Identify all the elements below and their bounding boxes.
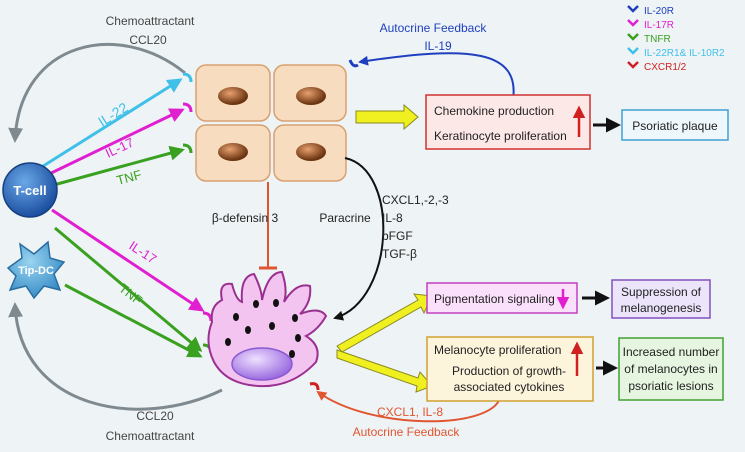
legend-item-cxcr: CXCR1/2 [627, 61, 687, 73]
legend-item-il17r: IL-17R [627, 19, 674, 31]
growth-label-line1: Production of growth- [452, 364, 566, 378]
proliferation-effect-arrow [336, 349, 433, 393]
receptor-icon [627, 33, 639, 41]
increased-label-line1: Increased number [623, 345, 720, 359]
nucleus [296, 143, 326, 161]
melanocyte-proliferation-label: Melanocyte proliferation [434, 343, 561, 357]
receptor-icon [627, 19, 639, 27]
legend-label: TNFR [644, 34, 671, 45]
chemokine-production-label: Chemokine production [434, 104, 554, 118]
tip-dc: Tip-DC [6, 240, 66, 300]
il22-label: IL-22 [95, 99, 131, 130]
il17-lower-arrow [51, 208, 205, 312]
suppression-label-line2: melanogenesis [621, 301, 702, 315]
chemoattractant-top-label: Chemoattractant [106, 14, 195, 28]
factor-label: IL-8 [382, 211, 403, 225]
tip-dc-body [6, 240, 66, 300]
suppression-label-line1: Suppression of [621, 285, 702, 299]
melanosome [289, 350, 295, 358]
il17-upper-arrow [44, 108, 185, 178]
paracrine-arrow [333, 157, 385, 321]
pigmentation-signaling-label: Pigmentation signaling [434, 292, 555, 306]
legend-label: IL-22R1& IL-10R2 [644, 48, 725, 59]
pigmentation-box [426, 282, 578, 314]
cxcl-autocrine-arrow [316, 390, 501, 423]
melanosome [225, 338, 231, 346]
ccl20-top-label: CCL20 [129, 33, 167, 47]
keratinocyte-cluster [195, 64, 347, 182]
ccl20-bottom-arrow [8, 302, 223, 411]
chemoattractant-bottom-label: Chemoattractant [106, 429, 195, 443]
growth-label-line2: associated cytokines [454, 380, 565, 394]
melanosome [292, 314, 298, 322]
psoriatic-plaque-box [621, 109, 729, 141]
legend-item-il20r: IL-20R [627, 5, 674, 17]
il22-arrow [39, 78, 183, 170]
tnf-lower-arrow-tipdc [64, 283, 203, 358]
autocrine-feedback-top-label: Autocrine Feedback [380, 21, 488, 35]
suppression-box [611, 279, 711, 319]
factor-label: bFGF [382, 229, 413, 243]
increased-label-line3: psoriatic lesions [628, 379, 713, 393]
tnf-upper-label: TNF [115, 167, 143, 188]
melanosome [273, 299, 279, 307]
legend-item-il22r: IL-22R1& IL-10R2 [627, 47, 725, 59]
legend-label: CXCR1/2 [644, 62, 687, 73]
pigmentation-effect-arrow [336, 293, 433, 353]
legend-label: IL-20R [644, 6, 674, 17]
beta-defensin-label: β-defensin 3 [212, 211, 279, 225]
il17-upper-label: IL-17 [103, 135, 136, 161]
autocrine-feedback-bottom-label: Autocrine Feedback [353, 425, 461, 439]
t-cell-label: T-cell [13, 183, 46, 198]
t-cell: T-cell [2, 162, 58, 218]
nucleus [218, 143, 248, 161]
paracrine-label: Paracrine [319, 211, 371, 225]
cxcr-receptor-icon [309, 382, 320, 391]
nucleus [296, 87, 326, 105]
legend-label: IL-17R [644, 20, 674, 31]
chemokine-box [425, 94, 591, 150]
melanocyte [207, 270, 328, 388]
ccl20-top-arrow [8, 42, 186, 143]
melanosome [233, 313, 239, 321]
receptor-icon [627, 61, 639, 69]
il20r-receptor-icon [348, 59, 359, 68]
il22r-receptor-icon [182, 72, 193, 83]
il17r-receptor-icon [182, 102, 193, 113]
nucleus [218, 87, 248, 105]
psoriatic-plaque-label: Psoriatic plaque [632, 119, 718, 133]
tnf-lower-arrow-tcell [54, 226, 203, 352]
t-cell-body [2, 162, 58, 218]
ccl20-bottom-label: CCL20 [136, 409, 174, 423]
legend: IL-20R IL-17R TNFR IL-22R1& IL-10R2 CXCR… [627, 5, 725, 73]
melanosome [253, 300, 259, 308]
melanocyte-proliferation-box [426, 336, 594, 402]
keratinocyte-effect-arrow [355, 103, 419, 131]
tnfr-receptor-icon [182, 143, 193, 154]
increased-label-line2: of melanocytes in [624, 362, 717, 376]
tip-dc-label: Tip-DC [18, 265, 54, 277]
il19-label: IL-19 [424, 39, 452, 53]
melanocyte-nucleus [231, 347, 293, 381]
melanosome [245, 326, 251, 334]
il19-autocrine-arrow [358, 52, 515, 101]
tnf-upper-arrow [49, 145, 185, 188]
il17r-receptor-icon [202, 311, 213, 322]
melanosome [269, 322, 275, 330]
factor-label: CXCL1,-2,-3 [382, 193, 449, 207]
receptor-icon [627, 5, 639, 13]
receptor-icon [627, 47, 639, 55]
legend-item-tnfr: TNFR [627, 33, 671, 45]
increased-melanocytes-box [618, 337, 724, 401]
factor-label: TGF-β [382, 247, 417, 261]
keratinocyte-proliferation-label: Keratinocyte proliferation [434, 129, 567, 143]
cxcl-il8-label: CXCL1, IL-8 [377, 405, 443, 419]
melanosome [295, 334, 301, 342]
